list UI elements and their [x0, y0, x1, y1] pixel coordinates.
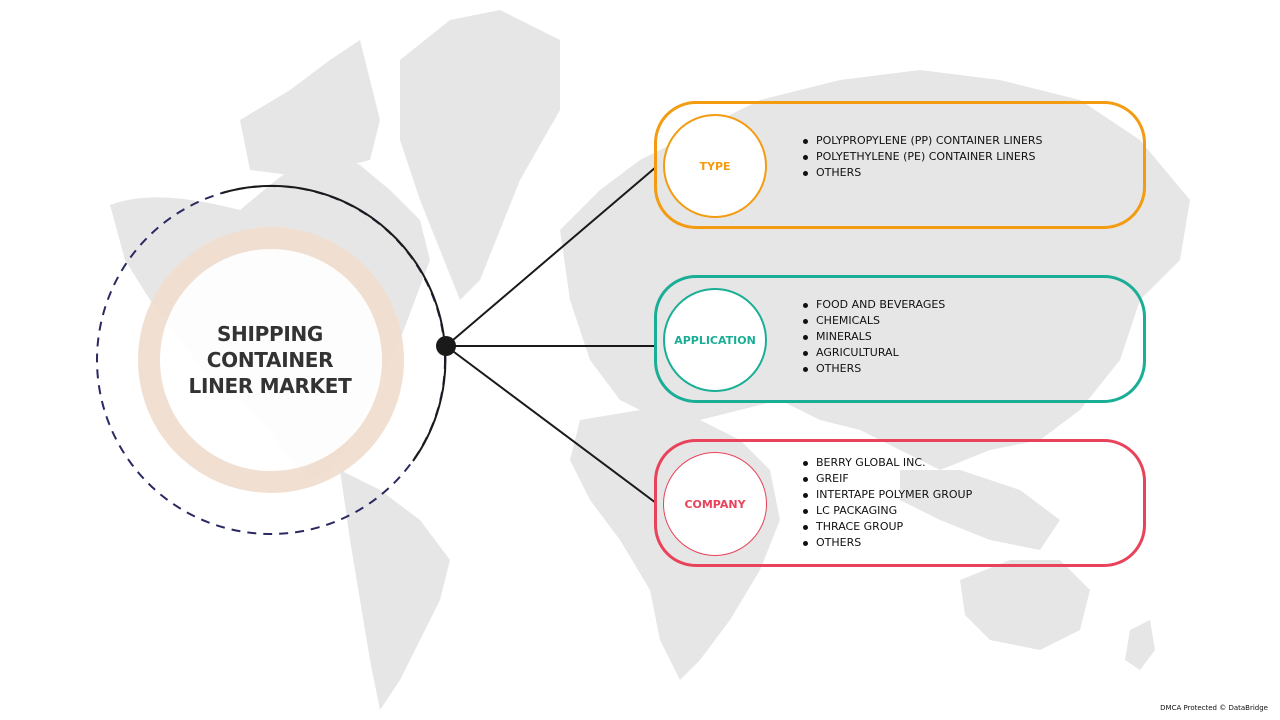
list-item: MINERALS [803, 329, 945, 345]
list-item: POLYETHYLENE (PE) CONTAINER LINERS [803, 149, 1043, 165]
segment-company-label-circle: COMPANY [663, 452, 767, 556]
bullet-icon [803, 350, 808, 356]
bullet-icon [803, 138, 808, 144]
bullet-icon [803, 170, 808, 176]
segment-application-label-circle: APPLICATION [663, 288, 767, 392]
list-item: OTHERS [803, 535, 972, 551]
segment-type-label-circle: TYPE [663, 114, 767, 218]
arctic-islands-shape [240, 40, 380, 175]
segment-type-list: POLYPROPYLENE (PP) CONTAINER LINERS POLY… [803, 133, 1043, 181]
australia-shape [960, 560, 1090, 650]
bullet-icon [803, 154, 808, 160]
connector-type [445, 166, 657, 347]
list-item: AGRICULTURAL [803, 345, 945, 361]
list-item: FOOD AND BEVERAGES [803, 297, 945, 313]
market-title: SHIPPING CONTAINER LINER MARKET [160, 250, 380, 470]
bullet-icon [803, 540, 808, 546]
segment-type: TYPE POLYPROPYLENE (PP) CONTAINER LINERS… [654, 101, 1146, 229]
segment-type-label: TYPE [699, 159, 731, 173]
title-line-2: CONTAINER [206, 348, 334, 372]
hub-dot [436, 336, 456, 356]
bullet-icon [803, 492, 808, 498]
bullet-icon [803, 318, 808, 324]
bullet-icon [803, 524, 808, 530]
segment-application-label: APPLICATION [674, 333, 756, 347]
list-item: GREIF [803, 471, 972, 487]
greenland-shape [400, 10, 560, 300]
segment-company-list: BERRY GLOBAL INC. GREIF INTERTAPE POLYME… [803, 455, 972, 551]
bullet-icon [803, 460, 808, 466]
list-item: INTERTAPE POLYMER GROUP [803, 487, 972, 503]
list-item: THRACE GROUP [803, 519, 972, 535]
new-zealand-shape [1125, 620, 1155, 670]
title-line-3: LINER MARKET [188, 374, 352, 398]
segment-application-list: FOOD AND BEVERAGES CHEMICALS MINERALS AG… [803, 297, 945, 377]
bullet-icon [803, 366, 808, 372]
title-ring [138, 227, 404, 493]
connector-company [445, 345, 657, 504]
se-asia-shape [900, 470, 1060, 550]
segment-company: COMPANY BERRY GLOBAL INC. GREIF INTERTAP… [654, 439, 1146, 567]
title-line-1: SHIPPING [216, 322, 324, 346]
bullet-icon [803, 476, 808, 482]
bullet-icon [803, 508, 808, 514]
segment-company-label: COMPANY [684, 497, 746, 511]
bullet-icon [803, 302, 808, 308]
dmca-watermark: DMCA Protected © DataBridge [1160, 704, 1268, 712]
list-item: BERRY GLOBAL INC. [803, 455, 972, 471]
list-item: OTHERS [803, 165, 1043, 181]
list-item: LC PACKAGING [803, 503, 972, 519]
list-item: OTHERS [803, 361, 945, 377]
list-item: POLYPROPYLENE (PP) CONTAINER LINERS [803, 133, 1043, 149]
solid-orbit-arc [221, 184, 447, 462]
bullet-icon [803, 334, 808, 340]
segment-application: APPLICATION FOOD AND BEVERAGES CHEMICALS… [654, 275, 1146, 403]
list-item: CHEMICALS [803, 313, 945, 329]
south-america-shape [340, 470, 450, 710]
